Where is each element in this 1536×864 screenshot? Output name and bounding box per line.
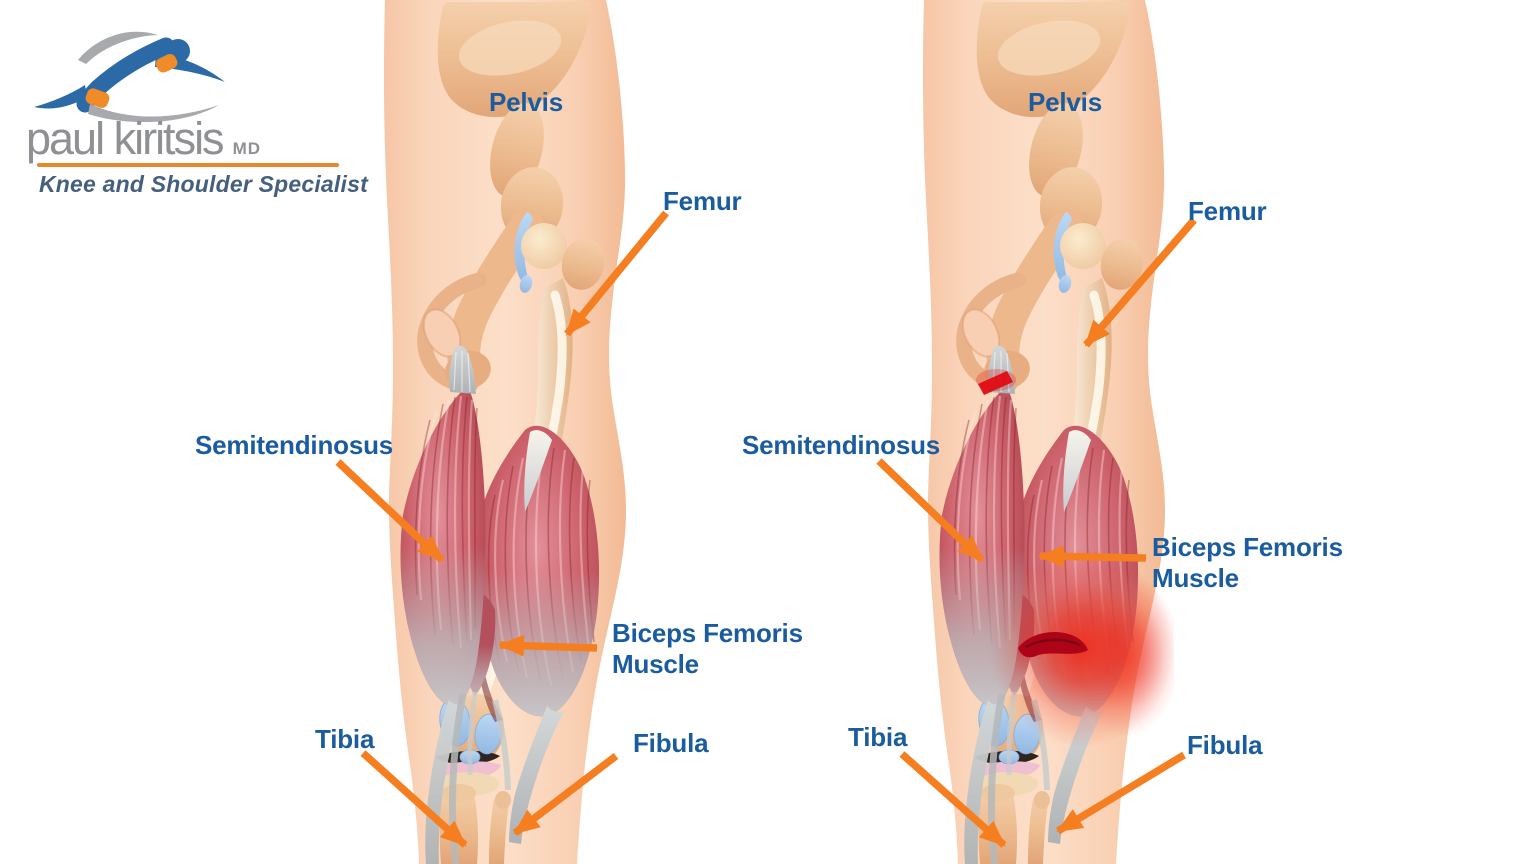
runner-front-leg xyxy=(34,85,87,109)
runner-back-leg xyxy=(88,104,219,122)
normal-leg-illustration xyxy=(375,0,635,864)
semitendinosus-label-left: Semitendinosus xyxy=(195,430,394,460)
panel-injured-leg xyxy=(914,0,1174,864)
femur-label-right: Femur xyxy=(1188,196,1267,226)
pelvis-label-left: Pelvis xyxy=(489,87,563,117)
brand-credential: MD xyxy=(232,139,262,158)
biceps-femoris-label-left-line1: Biceps Femoris xyxy=(612,618,803,648)
running-figure-icon xyxy=(34,31,225,122)
fibula-label-left: Fibula xyxy=(633,728,709,758)
biceps-femoris-label-left-line2: Muscle xyxy=(612,649,699,679)
fibula-label-right: Fibula xyxy=(1187,730,1263,760)
biceps-femoris-label-right: Biceps Femoris Muscle xyxy=(1152,532,1343,594)
biceps-femoris-label-right-line2: Muscle xyxy=(1152,563,1239,593)
brand-tagline: Knee and Shoulder Specialist xyxy=(39,171,368,197)
panel-normal-leg xyxy=(375,0,635,864)
injured-leg-illustration xyxy=(914,0,1174,864)
brand-logo: paul kiritsis MD Knee and Shoulder Speci… xyxy=(0,0,368,210)
tibia-label-left: Tibia xyxy=(315,724,375,754)
brand-name: paul kiritsis xyxy=(26,113,225,164)
biceps-femoris-label-left: Biceps Femoris Muscle xyxy=(612,618,803,680)
pelvis-label-right: Pelvis xyxy=(1028,87,1102,117)
runner-knee-patch xyxy=(85,88,110,108)
runner-back-arm xyxy=(78,31,158,65)
muscle-tear-overlay xyxy=(976,369,1174,748)
runner-elbow-patch xyxy=(155,53,178,73)
femur-label-left: Femur xyxy=(663,186,742,216)
tibia-label-right: Tibia xyxy=(848,722,908,752)
semitendinosus-label-right: Semitendinosus xyxy=(742,430,941,460)
biceps-femoris-label-right-line1: Biceps Femoris xyxy=(1152,532,1343,562)
brand-divider xyxy=(37,163,339,167)
